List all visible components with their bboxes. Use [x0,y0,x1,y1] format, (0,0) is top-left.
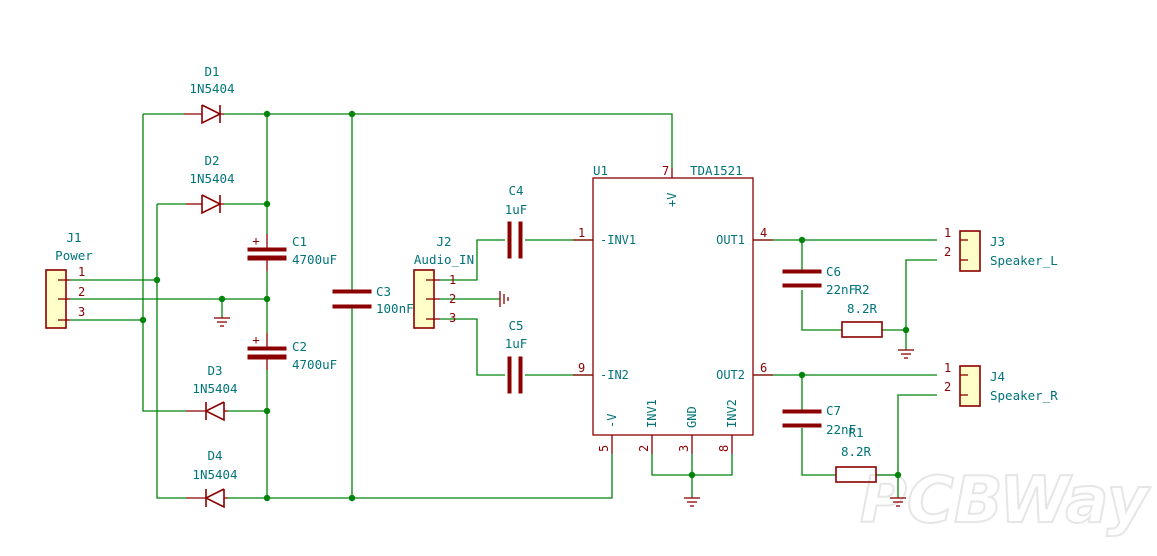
c3-ref: C3 [376,284,391,299]
u1-pin8-name: INV2 [725,399,739,428]
ground-symbol-audio [499,291,509,307]
c2-polarity: + [252,332,260,347]
r1-value: 8.2R [841,444,872,459]
diode-d4: D4 1N5404 [186,448,238,509]
j4-ref: J4 [990,369,1005,384]
j4-pin1: 1 [944,361,951,375]
j2-pin2: 2 [449,292,456,306]
u1-pin3-num: 3 [677,445,691,452]
j1-pin2: 2 [78,285,85,299]
j3-value: Speaker_L [990,253,1058,268]
j3-pin2: 2 [944,245,951,259]
ic-u1: U1 TDA1521 7 +V 1 -INV1 9 -IN2 4 OUT1 6 … [573,163,773,454]
c2-value: 4700uF [292,357,337,372]
connector-j4: 1 2 J4 Speaker_R [944,361,1058,407]
resistor-r1: R1 8.2R [835,425,877,483]
u1-pin8-num: 8 [717,445,731,452]
c6-ref: C6 [826,264,841,279]
c1-polarity: + [252,233,260,248]
d3-ref: D3 [207,363,222,378]
u1-pin5-num: 5 [597,445,611,452]
u1-value: TDA1521 [690,163,743,178]
u1-pin9-name: -IN2 [600,368,629,382]
c2-ref: C2 [292,339,307,354]
d4-value: 1N5404 [192,467,237,482]
d2-value: 1N5404 [189,171,234,186]
u1-pin1-name: -INV1 [600,233,636,247]
resistor-r2: R2 8.2R [841,282,883,338]
j1-value: Power [55,248,93,263]
j1-ref: J1 [66,230,81,245]
ground-symbol-psu [214,317,230,327]
capacitor-c4: C4 1uF [505,183,528,259]
j4-pin2: 2 [944,380,951,394]
wires [70,113,937,499]
c4-ref: C4 [508,183,523,198]
j2-ref: J2 [436,234,451,249]
d4-ref: D4 [207,448,222,463]
j2-pin1: 1 [449,273,456,287]
u1-pin6-num: 6 [760,361,767,375]
u1-pin2-num: 2 [637,445,651,452]
j2-pin3: 3 [449,311,456,325]
d3-value: 1N5404 [192,381,237,396]
j4-value: Speaker_R [990,388,1058,403]
c6-value: 22nF [826,282,856,297]
u1-pin3-name: GND [685,406,699,428]
capacitor-c7: C7 22nF [782,403,856,437]
u1-pin5-name: -V [605,414,619,428]
j3-ref: J3 [990,234,1005,249]
watermark-logo: PCBWay [860,464,1151,538]
u1-ref: U1 [593,163,608,178]
j3-pin1: 1 [944,226,951,240]
u1-pin2-name: INV1 [645,399,659,428]
c5-value: 1uF [505,336,528,351]
r2-ref: R2 [854,282,869,297]
capacitor-c6: C6 22nF [782,264,856,297]
ground-symbol-left [898,349,914,359]
connector-j3: 1 2 J3 Speaker_L [944,226,1058,272]
u1-pin6-name: OUT2 [716,368,745,382]
c4-value: 1uF [505,202,528,217]
u1-pin9-num: 9 [578,361,585,375]
diode-d1: D1 1N5404 [184,64,235,125]
connector-j1: J1 Power 1 2 3 [45,230,93,329]
r1-ref: R1 [848,425,863,440]
d1-ref: D1 [204,64,219,79]
ground-symbol-right [890,497,906,507]
j1-pin3: 3 [78,305,85,319]
capacitor-c5: C5 1uF [505,318,528,394]
c1-value: 4700uF [292,252,337,267]
ground-symbol-ic [684,497,700,507]
capacitor-c1: + C1 4700uF [247,233,337,271]
c7-ref: C7 [826,403,841,418]
u1-pin4-name: OUT1 [716,233,745,247]
c5-ref: C5 [508,318,523,333]
u1-pin7-num: 7 [662,164,669,178]
connector-j2: J2 Audio_IN 1 2 3 [413,234,474,329]
u1-pin4-num: 4 [760,226,767,240]
junctions [139,110,910,502]
d1-value: 1N5404 [189,81,234,96]
diode-d2: D2 1N5404 [186,153,235,215]
j2-value: Audio_IN [414,252,474,267]
u1-pin1-num: 1 [578,226,585,240]
u1-pin7-name: +V [665,193,679,207]
diode-d3: D3 1N5404 [186,363,238,422]
capacitor-c3: C3 100nF [332,284,414,316]
c7-value: 22nF [826,422,856,437]
d2-ref: D2 [204,153,219,168]
r2-value: 8.2R [847,301,878,316]
c1-ref: C1 [292,234,307,249]
c3-value: 100nF [376,301,414,316]
j1-pin1: 1 [78,265,85,279]
capacitor-c2: + C2 4700uF [247,332,337,372]
